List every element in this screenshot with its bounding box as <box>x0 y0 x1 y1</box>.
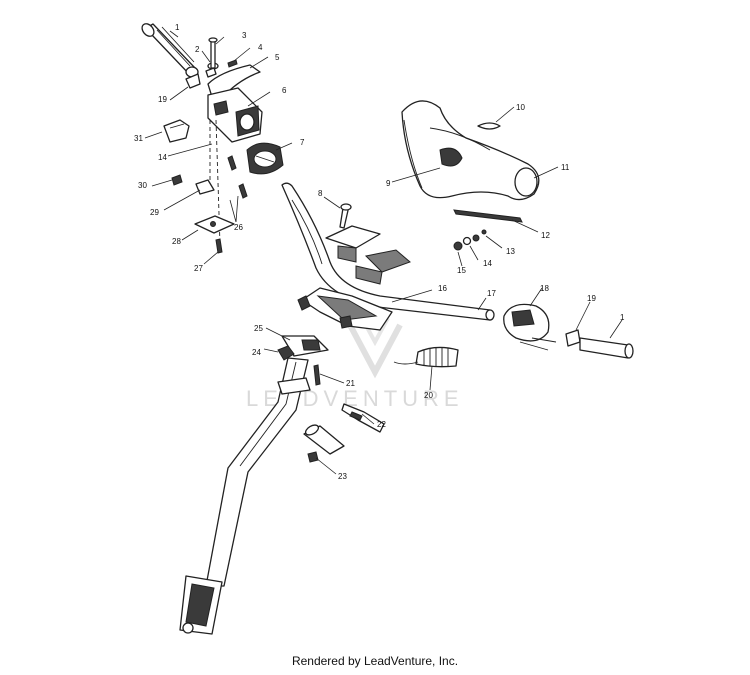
callout-16: 16 <box>438 284 447 293</box>
callout-3: 3 <box>242 31 247 40</box>
part-screw-27[interactable] <box>215 238 223 254</box>
callout-labels: 1 2 3 4 5 6 7 8 9 10 11 12 13 14 14 15 1… <box>134 23 625 481</box>
callout-5: 5 <box>275 53 280 62</box>
callout-25: 25 <box>254 324 263 333</box>
part-pad-hardware[interactable] <box>453 229 487 251</box>
callout-26: 26 <box>234 223 243 232</box>
callout-30: 30 <box>138 181 147 190</box>
callout-14b: 14 <box>483 259 492 268</box>
callout-17: 17 <box>487 289 496 298</box>
part-screws-26[interactable] <box>227 155 248 199</box>
part-switch-housing[interactable] <box>207 87 263 143</box>
callout-13: 13 <box>506 247 515 256</box>
callout-31: 31 <box>134 134 143 143</box>
part-lower-clamp[interactable] <box>297 287 393 331</box>
callout-1: 1 <box>175 23 180 32</box>
callout-10: 10 <box>516 103 525 112</box>
callout-21: 21 <box>346 379 355 388</box>
callout-19: 19 <box>158 95 167 104</box>
part-upper-clamps[interactable] <box>325 225 411 285</box>
callout-12: 12 <box>541 231 550 240</box>
part-plate-28[interactable] <box>194 215 235 234</box>
part-spring-20[interactable] <box>393 346 459 368</box>
part-bracket-29[interactable] <box>195 179 215 195</box>
callout-14: 14 <box>158 153 167 162</box>
callout-22: 22 <box>377 420 386 429</box>
callout-4: 4 <box>258 43 263 52</box>
part-nut-24[interactable] <box>277 345 295 361</box>
part-throttle-housing[interactable] <box>503 303 557 351</box>
callout-7: 7 <box>300 138 305 147</box>
leader-lines <box>144 30 623 475</box>
callout-2: 2 <box>195 45 200 54</box>
part-switch-31[interactable] <box>163 119 190 143</box>
part-bracket-22[interactable] <box>341 403 385 433</box>
part-pad-decal-10[interactable] <box>477 122 501 130</box>
callout-20: 20 <box>424 391 433 400</box>
callout-11: 11 <box>561 163 570 172</box>
callout-27: 27 <box>194 264 203 273</box>
callout-28: 28 <box>172 237 181 246</box>
part-clip-30[interactable] <box>171 174 183 186</box>
part-grip-left[interactable] <box>140 21 199 78</box>
assembly-line-left <box>209 119 221 246</box>
callout-18: 18 <box>540 284 549 293</box>
part-steering-column[interactable] <box>179 335 329 635</box>
part-grip-right[interactable] <box>579 337 634 359</box>
callout-15: 15 <box>457 266 466 275</box>
part-handlebar[interactable] <box>281 182 495 321</box>
callout-19b: 19 <box>587 294 596 303</box>
part-bolt-8[interactable] <box>339 203 352 229</box>
part-clamp[interactable] <box>246 142 284 175</box>
part-tube-23[interactable] <box>303 423 345 463</box>
callout-9: 9 <box>386 179 391 188</box>
part-strap-12[interactable] <box>453 209 523 223</box>
part-bar-end-right[interactable] <box>565 329 581 347</box>
callout-6: 6 <box>282 86 287 95</box>
callout-8: 8 <box>318 189 323 198</box>
footer-credit: Rendered by LeadVenture, Inc. <box>291 654 459 668</box>
part-screw-21[interactable] <box>313 364 321 386</box>
callout-24: 24 <box>252 348 261 357</box>
callout-1b: 1 <box>620 313 625 322</box>
callout-29: 29 <box>150 208 159 217</box>
part-bolt-hardware[interactable] <box>205 37 238 78</box>
part-handlebar-pad[interactable] <box>401 100 540 201</box>
part-bar-end-left[interactable] <box>185 73 201 89</box>
callout-23: 23 <box>338 472 347 481</box>
